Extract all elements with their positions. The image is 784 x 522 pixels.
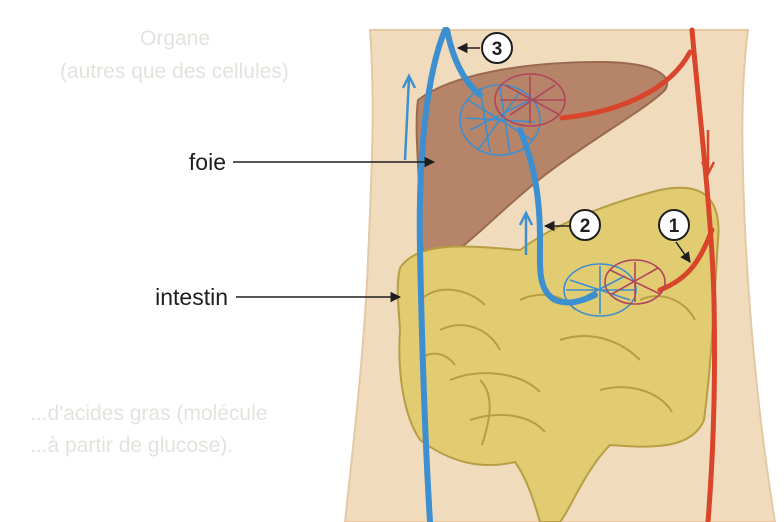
ghost-line-1: Organe	[140, 27, 210, 50]
bleed-through-text: Organe (autres que des cellules) ...d'ac…	[30, 27, 289, 457]
marker-2-number: 2	[580, 216, 591, 237]
ghost-line-2: (autres que des cellules)	[60, 60, 289, 83]
ghost-line-3: ...d'acides gras (molécule	[30, 402, 267, 425]
marker-1-number: 1	[669, 216, 680, 237]
ghost-line-4: ...à partir de glucose).	[30, 434, 233, 457]
liver-label: foie	[189, 149, 226, 175]
marker-3-number: 3	[492, 39, 503, 60]
intestine-label: intestin	[155, 284, 228, 310]
